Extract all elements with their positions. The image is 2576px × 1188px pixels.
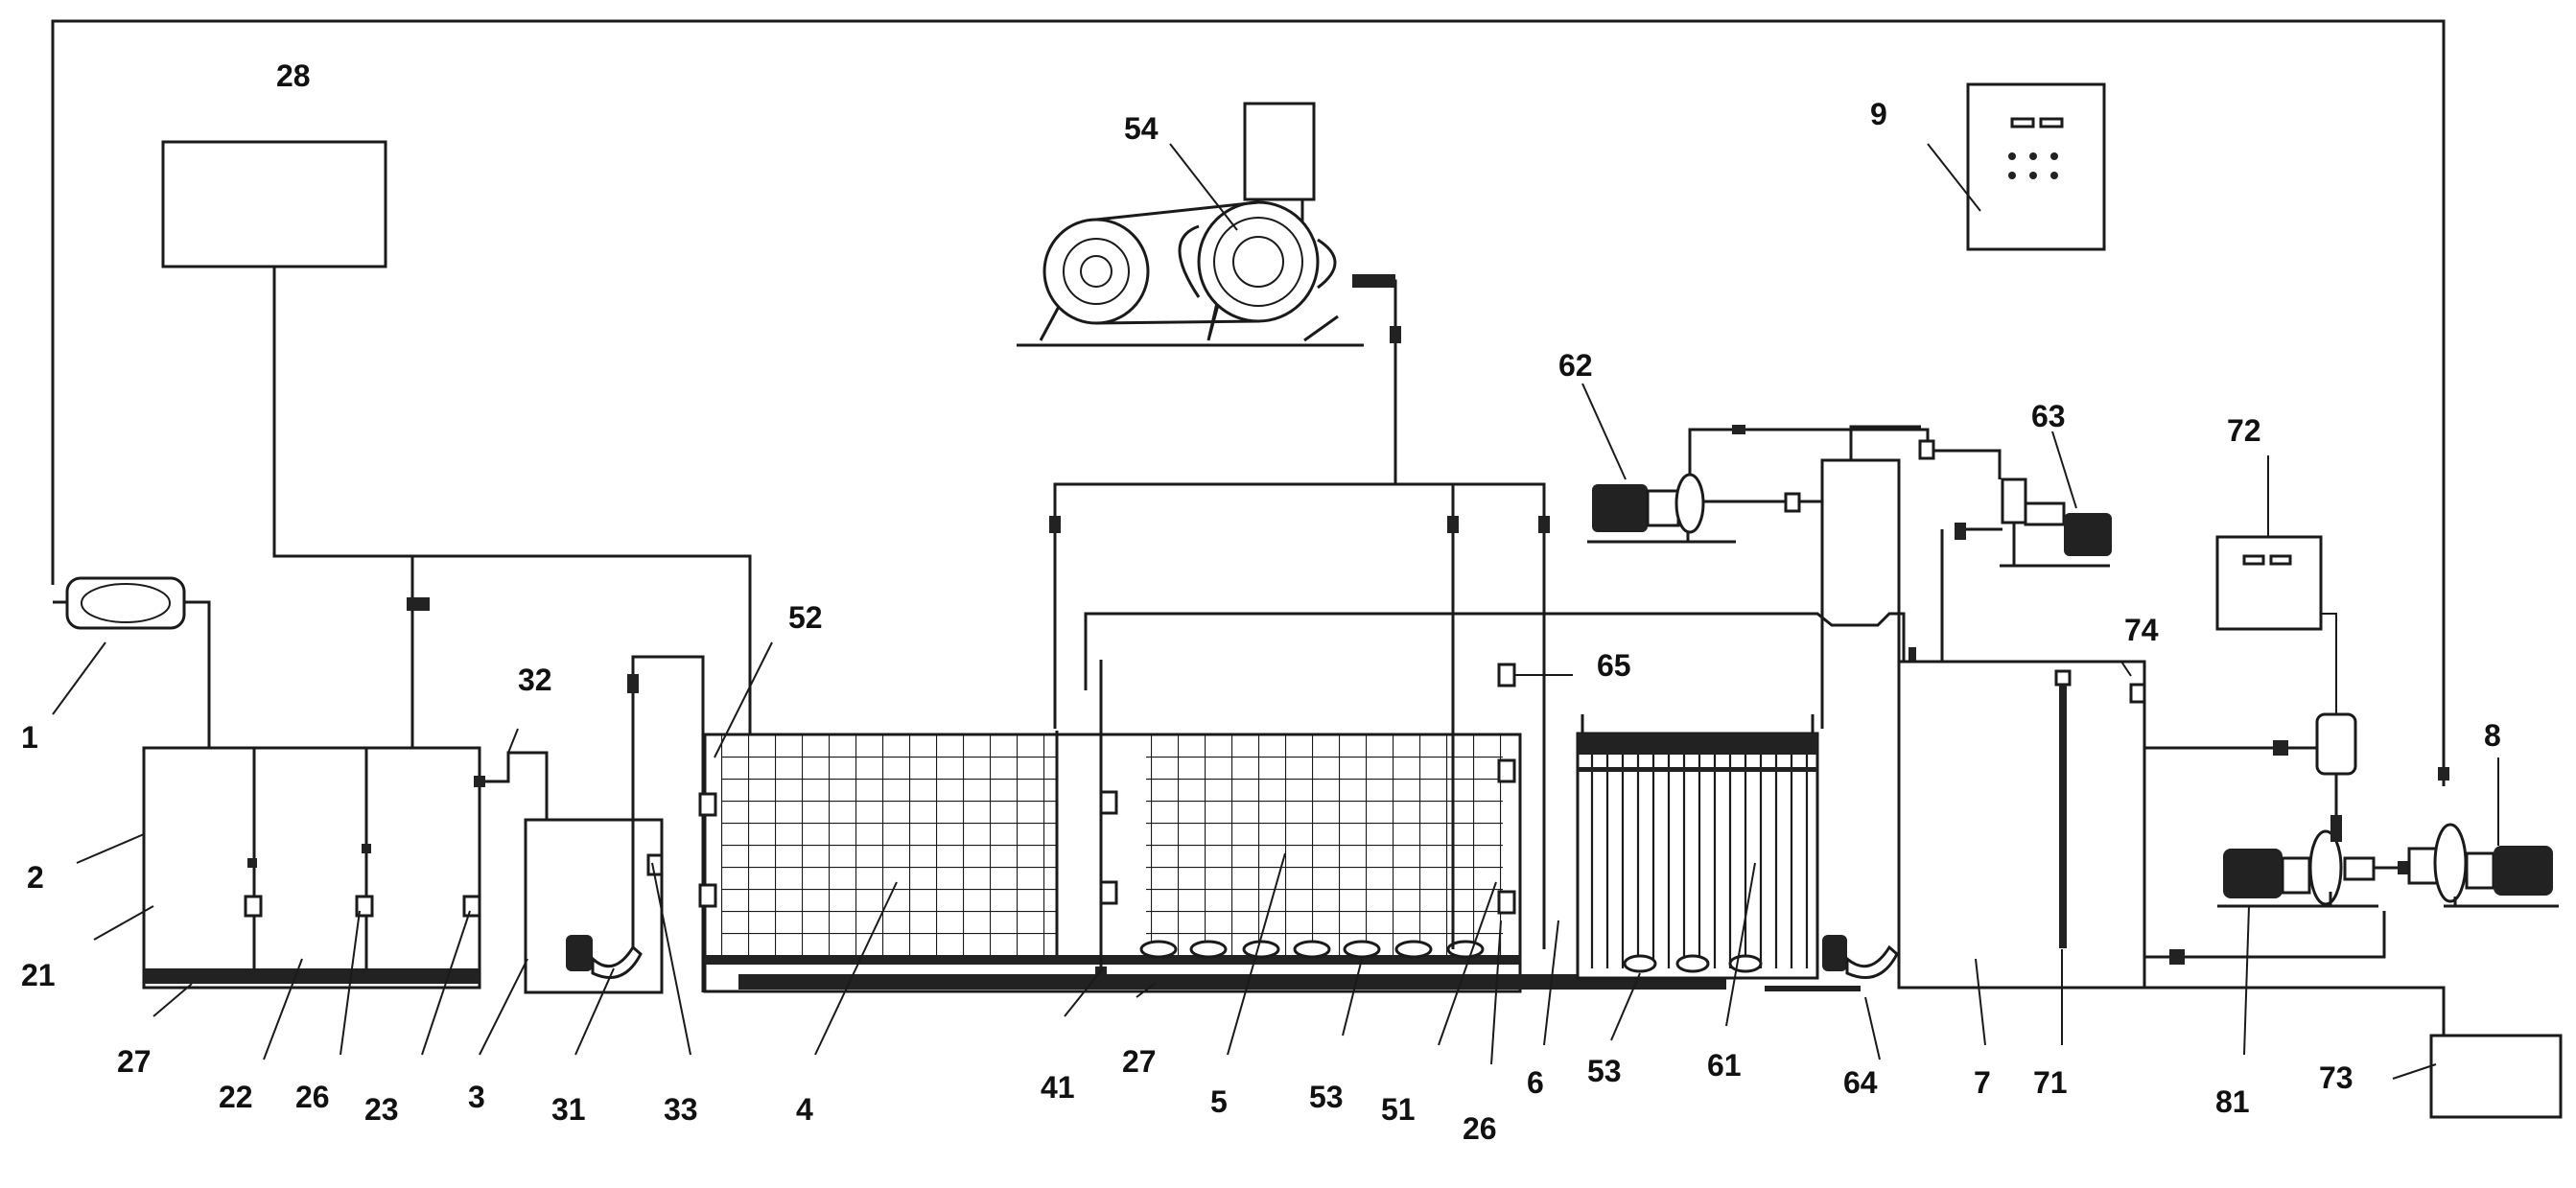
pump-81 — [2217, 815, 2411, 908]
label-6: 6 — [1527, 1065, 1544, 1100]
label-27-left: 27 — [117, 1044, 152, 1079]
label-32: 32 — [518, 663, 552, 697]
label-2: 2 — [27, 860, 44, 895]
dosing-box-28 — [161, 140, 752, 959]
submersible-pump-31 — [566, 935, 643, 979]
label-5: 5 — [1210, 1084, 1228, 1119]
membrane-tank-6 — [1576, 714, 1861, 991]
label-71: 71 — [2033, 1065, 2068, 1100]
tank-73 — [2429, 1034, 2563, 1119]
label-53-left: 53 — [1309, 1080, 1344, 1114]
control-panel-72 — [2215, 535, 2357, 815]
label-52: 52 — [788, 600, 823, 635]
pump-64 — [1822, 935, 1899, 979]
leader-lines — [52, 143, 2499, 1080]
reaction-tank-4-5 — [698, 660, 1726, 993]
label-54: 54 — [1124, 111, 1159, 146]
label-81: 81 — [2215, 1084, 2250, 1119]
label-21: 21 — [21, 958, 56, 992]
label-7: 7 — [1974, 1065, 1991, 1100]
label-74: 74 — [2124, 613, 2159, 647]
label-41: 41 — [1041, 1070, 1075, 1105]
label-53-right: 53 — [1587, 1054, 1622, 1088]
label-27-mid: 27 — [1122, 1044, 1157, 1079]
label-62: 62 — [1558, 348, 1593, 383]
label-65: 65 — [1597, 648, 1631, 683]
blower-54 — [1017, 102, 1401, 484]
control-cabinet-9 — [1966, 82, 2106, 251]
label-72: 72 — [2227, 413, 2261, 448]
top-return-pipe — [51, 19, 2449, 786]
pump-62 — [1587, 425, 1976, 544]
membrane-tubes-61 — [1590, 734, 1809, 968]
label-28: 28 — [276, 58, 311, 93]
pump-63 — [1918, 439, 2112, 568]
regulating-tank-2 — [142, 746, 481, 990]
label-22: 22 — [219, 1080, 253, 1114]
label-63: 63 — [2031, 399, 2066, 433]
label-51: 51 — [1381, 1092, 1416, 1127]
blower-1 — [53, 576, 211, 748]
lift-well-3 — [474, 655, 705, 994]
label-26-right: 26 — [1463, 1111, 1497, 1146]
label-8: 8 — [2484, 718, 2501, 753]
air-header-pipe — [1049, 482, 1906, 964]
label-73: 73 — [2319, 1060, 2354, 1095]
label-61: 61 — [1707, 1048, 1742, 1083]
label-23: 23 — [364, 1092, 399, 1127]
label-26-left: 26 — [295, 1080, 330, 1114]
label-3: 3 — [468, 1080, 485, 1114]
label-4: 4 — [796, 1092, 813, 1127]
label-1: 1 — [21, 720, 38, 755]
pump-8 — [2407, 823, 2559, 908]
label-33: 33 — [664, 1092, 698, 1127]
clear-water-tank-7 — [1897, 660, 2446, 1036]
sensor-65 — [1497, 663, 1573, 687]
label-31: 31 — [551, 1092, 586, 1127]
level-gauge-71 — [2054, 669, 2072, 948]
label-9: 9 — [1870, 97, 1887, 131]
label-64: 64 — [1843, 1065, 1878, 1100]
